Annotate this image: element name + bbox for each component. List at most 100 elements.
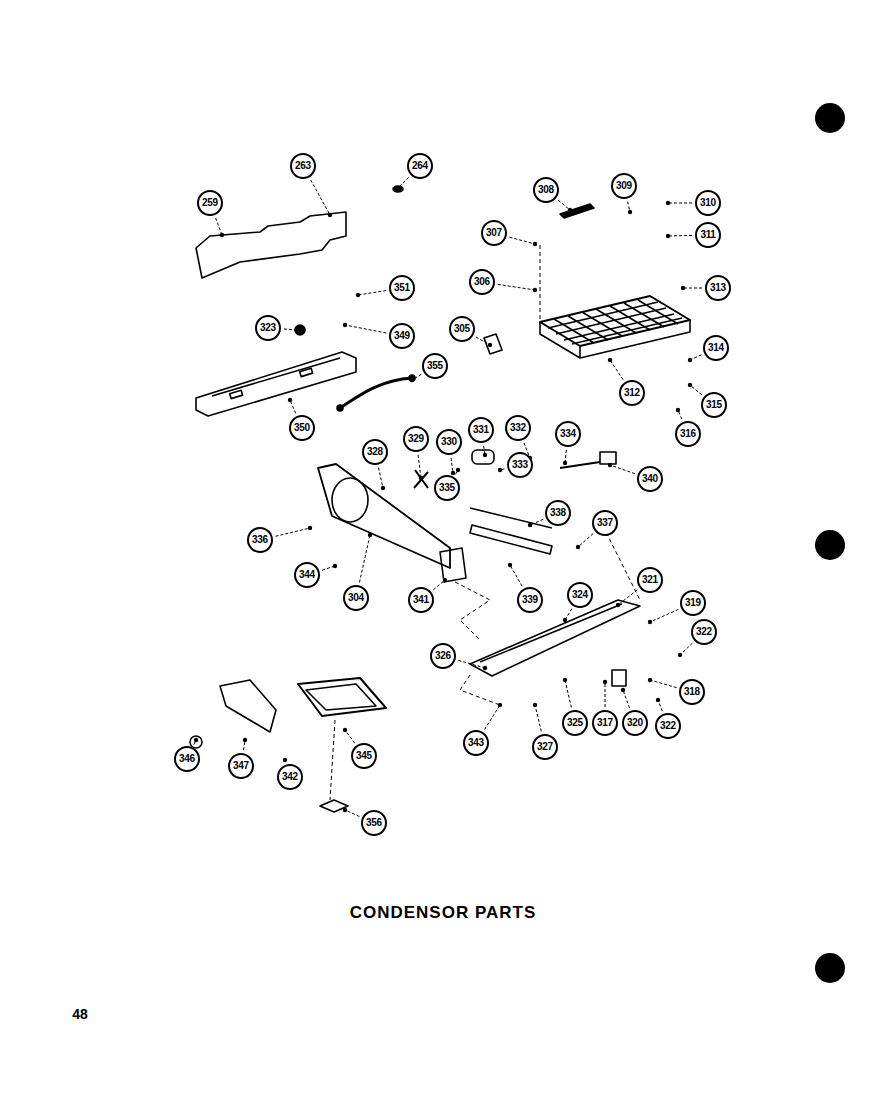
callout-number: 341	[408, 587, 434, 613]
leader-path	[276, 528, 310, 536]
fastener-dot	[563, 618, 567, 622]
callout-number: 333	[507, 452, 533, 478]
callout-number: 328	[362, 439, 388, 465]
leader-line	[451, 458, 455, 475]
fastener-dot	[568, 208, 572, 212]
leader-line	[498, 468, 505, 472]
leader-line	[616, 590, 638, 607]
leader-path	[216, 218, 222, 235]
leader-line	[608, 358, 623, 380]
fastener-dot	[243, 738, 247, 742]
callout-number: 322	[691, 619, 717, 645]
fastener-dot	[528, 523, 532, 527]
callout-number: 310	[695, 190, 721, 216]
fastener-dot	[343, 323, 347, 327]
callout-number: 355	[422, 353, 448, 379]
leader-line	[666, 234, 692, 238]
callout-number: 304	[343, 585, 369, 611]
leader-line	[688, 355, 702, 362]
fastener-dot	[298, 328, 302, 332]
callout-number: 332	[505, 415, 531, 441]
fastener-dot	[648, 620, 652, 624]
fastener-dot	[343, 728, 347, 732]
leader-line	[483, 446, 487, 457]
callout-number: 312	[619, 380, 645, 406]
leader-path	[610, 465, 635, 474]
leader-line	[288, 398, 296, 413]
callout-number: 347	[228, 753, 254, 779]
fastener-dot	[456, 468, 460, 472]
leader-line	[455, 468, 460, 475]
leader-line	[343, 728, 355, 743]
leader-line	[508, 563, 522, 586]
leader-line	[498, 284, 537, 292]
leader-line	[410, 374, 422, 382]
callout-number: 339	[517, 587, 543, 613]
fastener-dot	[648, 678, 652, 682]
leader-line	[558, 200, 572, 212]
leader-line	[378, 468, 385, 491]
leader-line	[563, 450, 567, 465]
fastener-dot	[343, 808, 347, 812]
page-number: 48	[72, 1006, 88, 1022]
leader-path	[418, 455, 421, 478]
leader-line	[533, 703, 541, 732]
leader-path	[485, 705, 500, 729]
leader-line	[194, 738, 198, 745]
fastener-dot	[563, 461, 567, 465]
callout-number: 306	[469, 269, 495, 295]
callout-number: 330	[436, 429, 462, 455]
leader-path	[565, 680, 571, 707]
leader-line	[576, 534, 593, 550]
fastener-dot	[628, 210, 632, 214]
callout-number: 325	[562, 710, 588, 736]
callout-number: 343	[463, 730, 489, 756]
leader-line	[509, 237, 537, 246]
leader-line	[528, 519, 543, 527]
callout-number: 326	[430, 643, 456, 669]
leader-line	[216, 218, 225, 237]
callout-number: 315	[701, 392, 727, 418]
fastener-dot	[283, 758, 287, 762]
callout-number: 324	[567, 582, 593, 608]
leader-path	[558, 200, 570, 210]
fastener-dot	[681, 286, 685, 290]
callout-number: 319	[680, 590, 706, 616]
leader-path	[618, 590, 637, 605]
leader-line	[343, 323, 386, 333]
leader-path	[359, 535, 370, 582]
callout-number: 309	[611, 173, 637, 199]
fastener-dot	[410, 378, 414, 382]
fastener-dot	[621, 688, 625, 692]
callout-number: 338	[545, 500, 571, 526]
callout-number: 342	[277, 764, 303, 790]
leader-line	[276, 526, 313, 536]
leader-line	[676, 408, 682, 419]
leader-path	[623, 690, 630, 708]
fastener-dot	[603, 680, 607, 684]
callout-number: 337	[592, 510, 618, 536]
leader-line	[343, 808, 360, 817]
callout-number: 346	[174, 746, 200, 772]
fastener-dot	[666, 201, 670, 205]
fastener-dot	[381, 486, 385, 490]
fastener-dot	[616, 603, 620, 607]
fastener-dot	[419, 476, 423, 480]
fastener-dot	[443, 578, 447, 582]
callout-number: 351	[389, 275, 415, 301]
leader-path	[345, 810, 359, 816]
leader-path	[510, 565, 522, 586]
parts	[190, 186, 690, 812]
leader-line	[656, 698, 662, 711]
leader-path	[311, 180, 330, 215]
callout-number: 331	[468, 417, 494, 443]
callout-number: 318	[679, 679, 705, 705]
leader-line	[688, 383, 702, 395]
callout-number: 311	[695, 222, 721, 248]
callout-number: 323	[255, 315, 281, 341]
callout-number: 336	[247, 527, 273, 553]
fastener-dot	[533, 242, 537, 246]
fastener-dot	[576, 545, 580, 549]
callout-number: 335	[434, 475, 460, 501]
